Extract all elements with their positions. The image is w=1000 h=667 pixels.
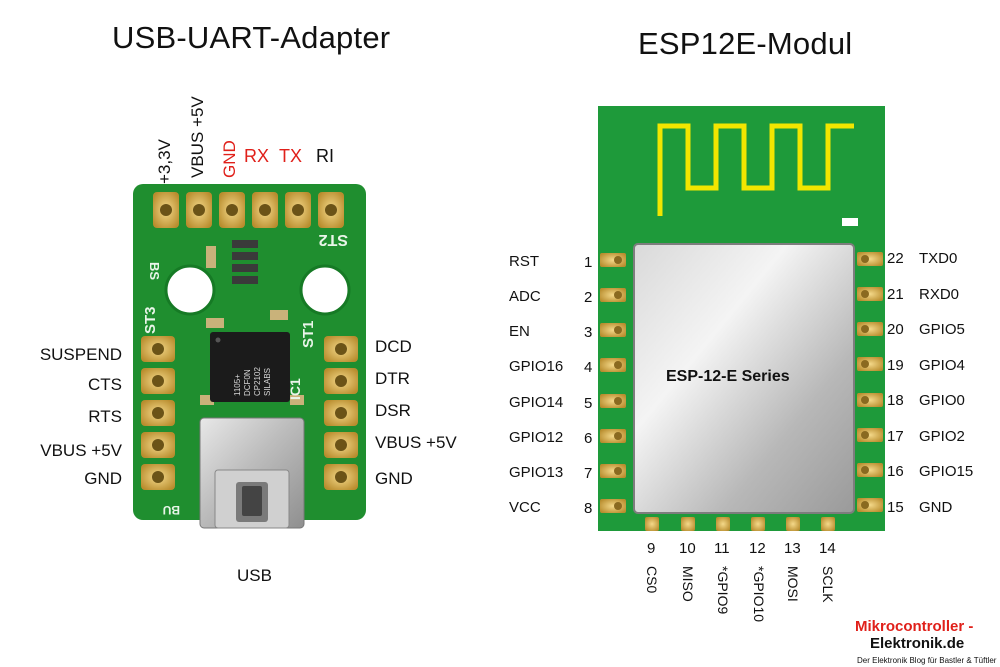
esp-pin-number: 18 [887,392,904,409]
adapter-pin-suspend: SUSPEND [39,345,122,364]
esp-pin-number: 16 [887,463,904,480]
chip-markings: SILABS CP2102 DCF0N 1105+ [233,367,272,396]
esp-pin-name: GPIO14 [509,394,564,411]
svg-text:DCF0N: DCF0N [243,369,252,396]
esp-pin-name: GPIO0 [919,392,965,409]
esp-pin-name: GPIO2 [919,428,965,445]
silk-bs: BS [147,262,162,280]
antenna-indicator [842,218,858,226]
svg-text:1105+: 1105+ [233,374,242,396]
esp-pin-number: 10 [679,540,696,557]
module-title: ESP12E-Modul [638,26,853,61]
esp-pin-name: VCC [509,499,541,516]
esp-pin-name: GND [919,499,953,516]
esp-pin-number: 11 [714,540,730,557]
esp-bottom-pads [645,517,835,531]
silk-st2: ST2 [319,231,348,248]
esp-pin-name: GPIO4 [919,357,965,374]
esp-shield [633,243,855,514]
esp-pin-name: SCLK [820,566,836,603]
adapter-pin-dsr: DSR [375,401,411,420]
esp-pin-number: 19 [887,357,904,374]
adapter-pin-ri: RI [316,146,334,166]
esp-left-pads [600,253,626,513]
mini-usb-connector [199,417,305,529]
esp-pin-number: 5 [584,395,593,412]
esp-pin-name: *GPIO10 [751,566,767,623]
mount-hole-right [299,264,351,316]
usb-uart-chip [210,332,290,402]
usb-label: USB [237,566,272,585]
esp-pin-number: 17 [887,428,904,445]
silk-st3: ST3 [142,306,159,334]
adapter-pin-vbus-right: VBUS +5V [375,433,457,452]
adapter-pin-dcd: DCD [375,337,412,356]
silk-ic1: IC1 [287,378,303,400]
esp-pin-name: MOSI [785,566,801,602]
esp-pin-number: 8 [584,500,593,517]
adapter-pin-gnd-top: GND [220,140,239,178]
silk-st1: ST1 [300,320,317,348]
esp-shield-label: ESP-12-E Series [666,368,790,385]
esp-pin-name: ADC [509,288,541,305]
esp-pin-name: GPIO13 [509,464,564,481]
esp-pin-name: EN [509,323,530,340]
esp-pin-name: TXD0 [919,250,958,267]
esp-pin-number: 21 [887,286,904,303]
esp-pin-number: 4 [584,359,593,376]
esp-pin-number: 12 [749,540,766,557]
esp-pin-name: CS0 [644,566,660,594]
esp-pin-name: RST [509,253,539,270]
esp-pin-number: 15 [887,499,904,516]
adapter-title: USB-UART-Adapter [112,20,391,55]
adapter-pin-3v3: +3,3V [155,139,174,184]
adapter-right-pads [324,336,358,490]
adapter-pin-gnd-right: GND [375,469,413,488]
svg-text:CP2102: CP2102 [253,367,262,396]
esp-pin-number: 14 [819,540,836,557]
adapter-pin-vbus-top: VBUS +5V [188,96,207,178]
adapter-pin-dtr: DTR [375,369,410,388]
adapter-pin-gnd-left: GND [84,469,122,488]
brand-line-3: Der Elektronik Blog für Bastler & Tüftle… [857,656,997,665]
silk-bu: BU [163,503,180,517]
esp-pin-name: GPIO16 [509,358,564,375]
adapter-left-pads [141,336,175,490]
esp-pin-name: GPIO12 [509,429,564,446]
svg-text:SILABS: SILABS [263,368,272,396]
adapter-pin-vbus-left: VBUS +5V [40,441,122,460]
esp-pin-name: GPIO5 [919,321,965,338]
adapter-pin-rts: RTS [88,407,122,426]
brand-line-1: Mikrocontroller - [855,618,974,635]
esp-pin-name: MISO [680,566,696,602]
esp-pin-number: 9 [647,540,656,557]
adapter-pin-tx: TX [279,146,303,166]
adapter-top-pads [153,192,344,228]
adapter-pin-rx: RX [244,146,270,166]
esp-pin-name: *GPIO9 [715,566,731,615]
esp-pin-number: 7 [584,465,593,482]
adapter-pin-cts: CTS [88,375,122,394]
brand-line-2: Elektronik.de [870,635,965,652]
esp-pin-name: GPIO15 [919,463,974,480]
esp-pin-number: 3 [584,324,593,341]
adapter-smd-components [200,240,304,405]
esp-pin-name: RXD0 [919,286,960,303]
esp-pin-number: 22 [887,250,904,267]
esp-pin-number: 13 [784,540,801,557]
esp-pin-number: 20 [887,321,904,338]
esp-pin-number: 6 [584,430,593,447]
mount-hole-left [164,264,216,316]
antenna-trace [657,123,854,206]
esp-pin-number: 1 [584,254,593,271]
esp-right-pads [857,252,883,512]
esp-pin-number: 2 [584,289,593,306]
